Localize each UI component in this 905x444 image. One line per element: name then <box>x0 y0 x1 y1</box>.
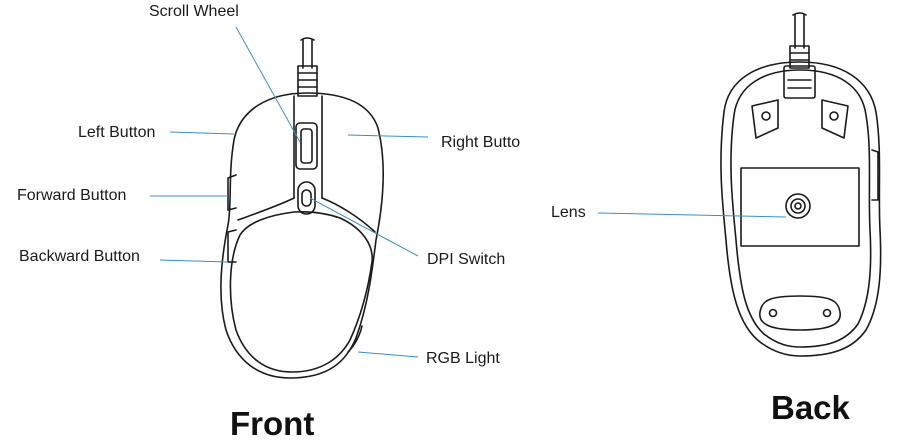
front-body-outline <box>220 92 384 379</box>
label-backward-button: Backward Button <box>19 248 140 265</box>
front-backward-side-button <box>227 229 237 263</box>
back-foot-bottom <box>759 295 841 331</box>
back-side-edge <box>871 149 879 201</box>
front-strain-relief <box>297 65 318 97</box>
back-body-outer <box>720 61 882 357</box>
front-forward-side-button <box>227 174 237 211</box>
leader-dpi-switch <box>309 197 419 257</box>
front-rgb-strip <box>347 325 363 353</box>
leader-rgb-light <box>357 351 419 358</box>
front-mouse <box>220 37 384 379</box>
leader-scroll-wheel <box>235 26 301 143</box>
back-foot-top-left <box>751 99 779 139</box>
front-dpi-switch <box>297 181 316 215</box>
leader-lines <box>150 26 787 358</box>
label-rgb-light: RGB Light <box>426 350 500 367</box>
back-connector <box>783 65 816 99</box>
back-strain-relief <box>789 45 810 69</box>
back-lens <box>785 193 811 219</box>
leader-left-button <box>169 131 235 135</box>
front-left-button-edge <box>237 197 295 221</box>
label-lens: Lens <box>551 204 586 221</box>
back-foot-top-right <box>821 99 849 139</box>
title-front: Front <box>230 405 315 442</box>
front-scroll-wheel-inner <box>300 128 313 164</box>
label-forward-button: Forward Button <box>17 187 127 204</box>
front-dpi-switch-inner <box>301 189 312 207</box>
label-dpi-switch: DPI Switch <box>427 251 506 268</box>
front-palm-shell <box>229 210 373 373</box>
back-mouse <box>720 12 882 357</box>
leader-right-button <box>347 134 429 138</box>
front-right-button-edge <box>321 197 376 233</box>
label-left-button: Left Button <box>78 124 156 141</box>
front-cable-end <box>300 37 315 41</box>
leader-backward-button <box>159 259 229 263</box>
back-body-inner <box>730 69 872 348</box>
title-back: Back <box>771 389 850 426</box>
back-cable-end <box>792 12 807 16</box>
front-cable <box>302 39 313 69</box>
label-right-button: Right Butto <box>441 134 521 151</box>
leader-lens <box>597 212 787 218</box>
back-label-panel <box>740 167 860 247</box>
front-scroll-wheel <box>295 122 318 170</box>
label-scroll-wheel: Scroll Wheel <box>149 3 239 20</box>
back-cable <box>794 14 805 49</box>
